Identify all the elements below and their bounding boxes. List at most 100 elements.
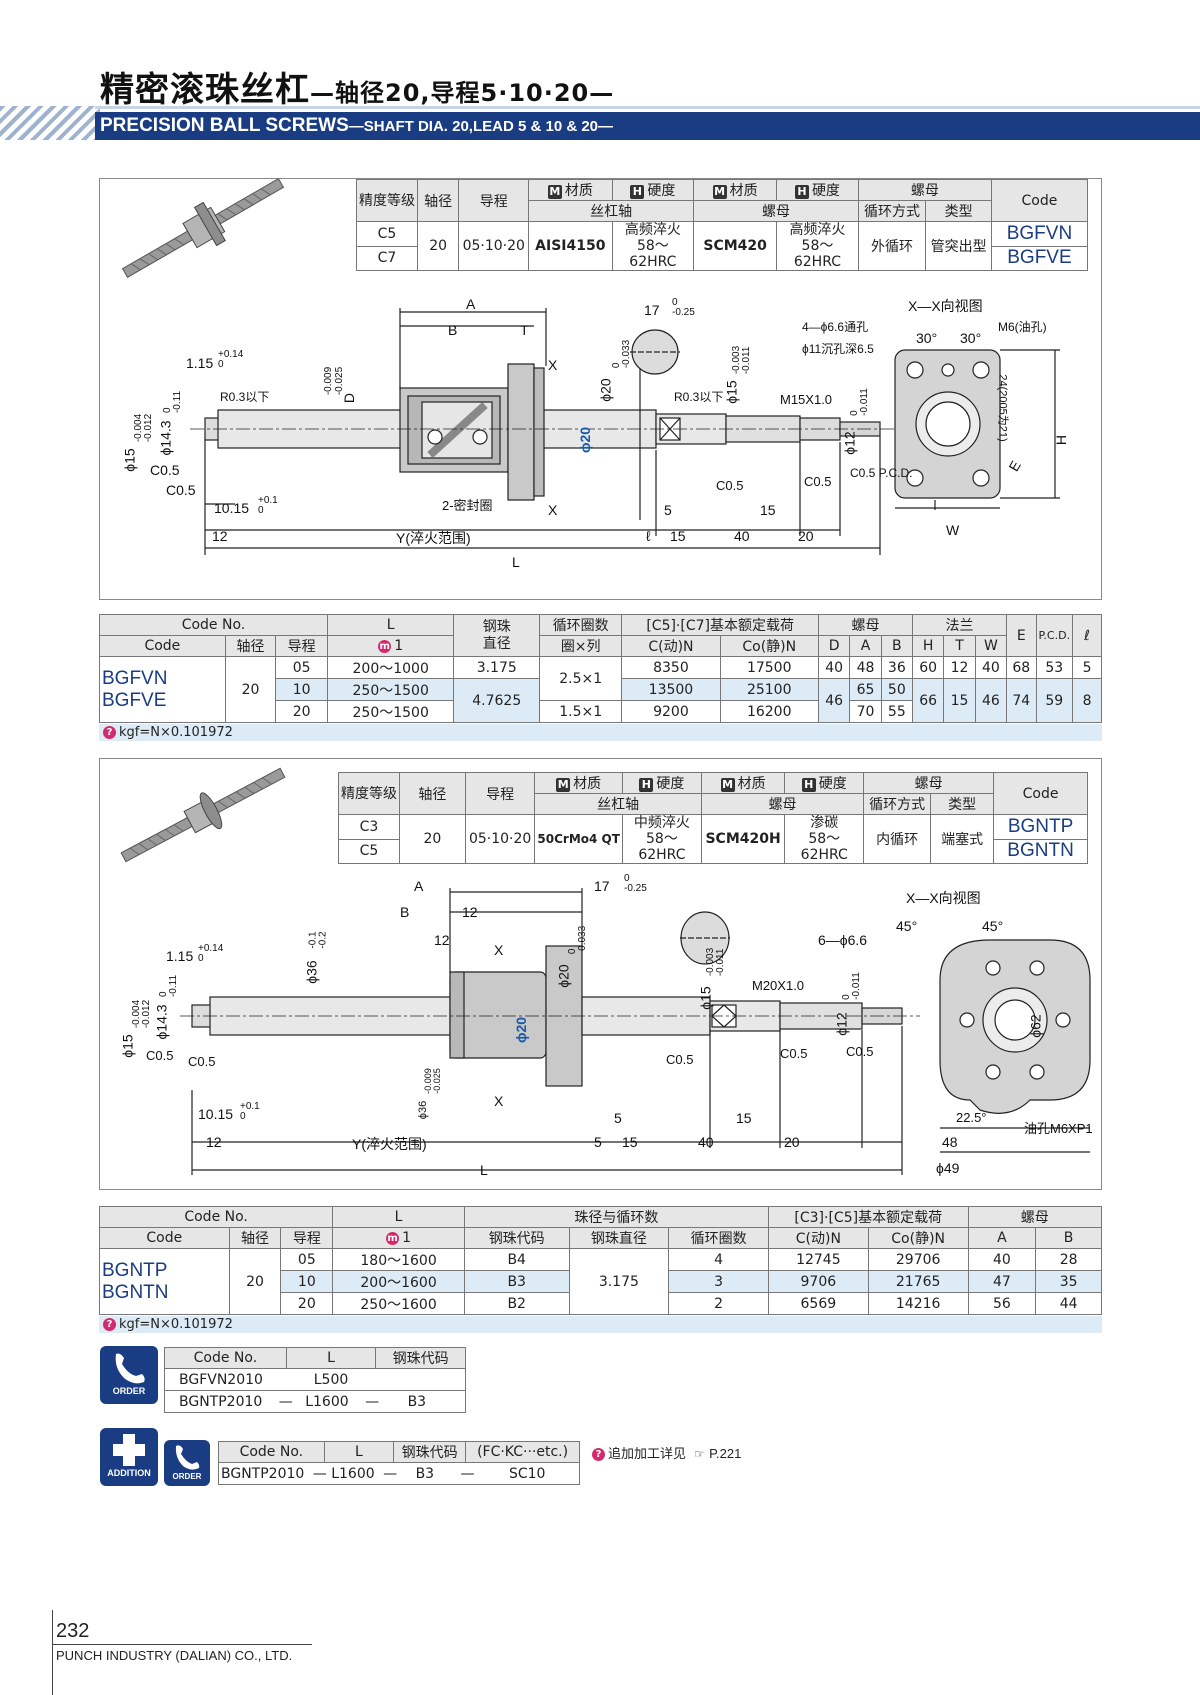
t2-ballcode: B2 xyxy=(463,1292,570,1315)
footer-horizontal-rule xyxy=(52,1644,312,1645)
lead-value: 05·10·20 xyxy=(458,221,530,271)
col-nut-group-2: 螺母 xyxy=(863,772,995,794)
hardness-icon: H xyxy=(630,185,645,199)
col-screw-material-label: 材质 xyxy=(564,183,593,199)
t2-h-ballcode: 钢珠代码 xyxy=(463,1227,570,1249)
dim-24: 24(2005为21) xyxy=(996,374,1009,442)
dim2-12-c: 12 xyxy=(206,1134,222,1150)
add-extra: SC10 xyxy=(508,1465,546,1482)
t1-T: 12 xyxy=(943,656,976,679)
col-shaft: 轴径 xyxy=(416,179,460,222)
product-image-bgntp xyxy=(120,767,286,863)
col-screw-hardness-label: 硬度 xyxy=(647,183,676,199)
dim2-12-b: 12 xyxy=(434,932,450,948)
dim2-phi20-nut: ϕ20 xyxy=(513,1016,530,1044)
dim-phi12-tol: 0 -0.011 xyxy=(848,388,870,416)
dim-5: 5 xyxy=(664,502,672,518)
col-shaft-2: 轴径 xyxy=(399,772,466,815)
col-grade: 精度等级 xyxy=(356,179,418,222)
col-lead: 导程 xyxy=(458,179,530,222)
t1-L: 250～1500 xyxy=(326,678,455,701)
t1-h-Co: Co(静)N xyxy=(719,635,819,657)
t2-ballcode: B4 xyxy=(463,1248,570,1271)
page-title-sub: —轴径20,导程5·10·20— xyxy=(310,79,615,107)
order-dash: — xyxy=(278,1393,293,1410)
t2-circ: 2 xyxy=(668,1292,769,1315)
dim2-x-top: X xyxy=(494,942,504,958)
dim2-17: 17 xyxy=(594,878,610,894)
t2-code-bgntp[interactable]: BGNTP xyxy=(102,1259,168,1281)
t1-h-E: E xyxy=(1006,614,1037,657)
product-image-bgfvn xyxy=(121,178,285,278)
add-dash: — xyxy=(312,1465,327,1482)
dim-seal: 2-密封圈 xyxy=(442,498,493,513)
header-rule xyxy=(95,106,1200,109)
dim2-c05-e: C0.5 xyxy=(846,1044,874,1059)
note-icon: ? xyxy=(103,726,116,739)
dim-17-tol: 0 -0.25 xyxy=(672,297,695,318)
material-icon: M xyxy=(720,778,735,792)
dim2-L: L xyxy=(480,1162,488,1178)
table-row: BGNTP BGNTN 20 05 180～1600 B4 3.175 4 12… xyxy=(99,1248,1102,1315)
table-row: BGNTP2010 — L1600 — B3 — SC10 xyxy=(218,1462,580,1485)
grade-c7: C7 xyxy=(356,245,418,271)
t1-ball: 3.175 xyxy=(453,656,541,679)
t1-h-load: [C5]·[C7]基本额定载荷 xyxy=(621,614,819,636)
order-L-2: L1600 xyxy=(305,1393,349,1410)
dim2-phi36-b-tol: -0.009 -0.025 xyxy=(422,1068,442,1094)
t1-lead: 20 xyxy=(275,700,328,723)
t2-A: 47 xyxy=(967,1270,1037,1293)
t1-lead: 05 xyxy=(275,656,328,679)
shaft-value-2: 20 xyxy=(399,814,466,864)
dim-W: W xyxy=(946,522,960,538)
note-icon: ? xyxy=(103,1318,116,1331)
t2-C: 12745 xyxy=(767,1248,869,1271)
angle-22-5: 22.5° xyxy=(956,1110,987,1125)
col-circulation: 循环方式 xyxy=(857,200,927,222)
col-grade-label: 精度等级 xyxy=(359,192,415,209)
holes-label-1: 4—ϕ6.6通孔 xyxy=(802,320,869,334)
t1-T: 15 xyxy=(943,678,976,723)
t1-h-L-sub-text: 1 xyxy=(394,638,404,654)
t1-code-bgfvn[interactable]: BGFVN xyxy=(102,667,168,689)
t1-h-T: T xyxy=(943,635,976,657)
t1-l: 5 xyxy=(1072,656,1102,679)
addition-note-ref[interactable]: P.221 xyxy=(709,1446,742,1461)
t1-lead: 10 xyxy=(275,678,328,701)
t2-L: 200～1600 xyxy=(332,1270,465,1293)
t2-circ: 3 xyxy=(668,1270,769,1293)
code-bgfvn[interactable]: BGFVN xyxy=(990,221,1089,247)
code-bgfve[interactable]: BGFVE xyxy=(990,245,1089,271)
addition-icon: ADDITION xyxy=(100,1428,158,1486)
col-nut-sub-2: 螺母 xyxy=(700,793,865,815)
code-bgntn[interactable]: BGNTN xyxy=(993,838,1088,864)
t1-Co: 17500 xyxy=(719,656,819,679)
t1-h-circ-sub: 圈×列 xyxy=(539,635,623,657)
col-type-2: 类型 xyxy=(930,793,995,815)
nut-hardness-2: 渗碳 58～62HRC xyxy=(784,814,865,864)
order-ball-1 xyxy=(375,1368,466,1391)
dim2-40: 40 xyxy=(698,1134,714,1150)
dim2-c05-d: C0.5 xyxy=(780,1046,808,1061)
dim-c05-b: C0.5 xyxy=(166,482,196,498)
dim2-c05-a: C0.5 xyxy=(146,1048,174,1063)
dim-phi15-tol: -0.004 -0.012 xyxy=(133,413,155,443)
material-icon: M xyxy=(547,185,562,199)
t1-code-bgfve[interactable]: BGFVE xyxy=(102,689,167,711)
angle-45-b: 45° xyxy=(982,918,1004,934)
t1-codes: BGFVN BGFVE xyxy=(99,656,226,723)
page-title-main: 精密滚珠丝杠 xyxy=(100,70,310,110)
t1-B: 55 xyxy=(880,700,914,723)
t2-code-bgntn[interactable]: BGNTN xyxy=(102,1281,169,1303)
t1-h-lead: 导程 xyxy=(275,635,328,657)
t2-h-L-sub-text: 1 xyxy=(402,1230,412,1246)
code-bgntp[interactable]: BGNTP xyxy=(993,814,1088,840)
note-icon: ? xyxy=(592,1448,605,1461)
t1-E: 74 xyxy=(1006,678,1037,723)
screw-material-2: 50CrMo4 QT xyxy=(534,814,623,864)
material-icon: M xyxy=(556,778,571,792)
t1-Co: 25100 xyxy=(719,678,819,701)
t1-h-L: L xyxy=(326,614,455,636)
